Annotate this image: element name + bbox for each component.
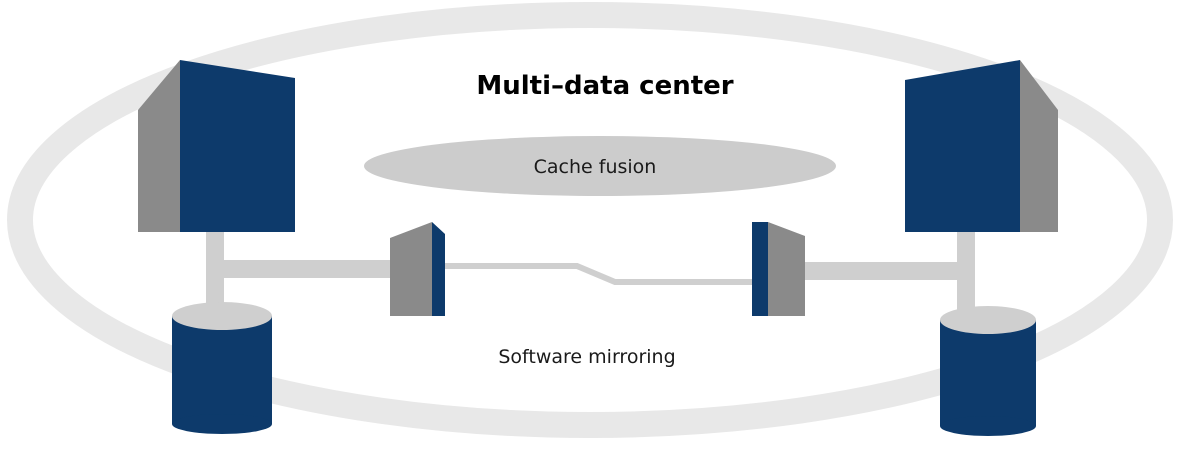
mirroring-link — [444, 263, 752, 285]
right-link-bar — [800, 262, 975, 280]
data-center-ring — [7, 2, 1173, 438]
left-switch-icon — [390, 222, 445, 316]
cache-fusion-label: Cache fusion — [534, 156, 657, 178]
right-database-icon — [940, 306, 1036, 436]
diagram-title: Multi–data center — [476, 71, 733, 101]
left-database-icon — [172, 302, 272, 434]
right-server-icon — [905, 60, 1058, 232]
left-server-icon — [138, 60, 295, 232]
cache-fusion-ellipse — [364, 136, 836, 196]
software-mirroring-label: Software mirroring — [498, 346, 675, 368]
left-link-bar — [206, 260, 396, 278]
right-switch-icon — [752, 222, 805, 316]
